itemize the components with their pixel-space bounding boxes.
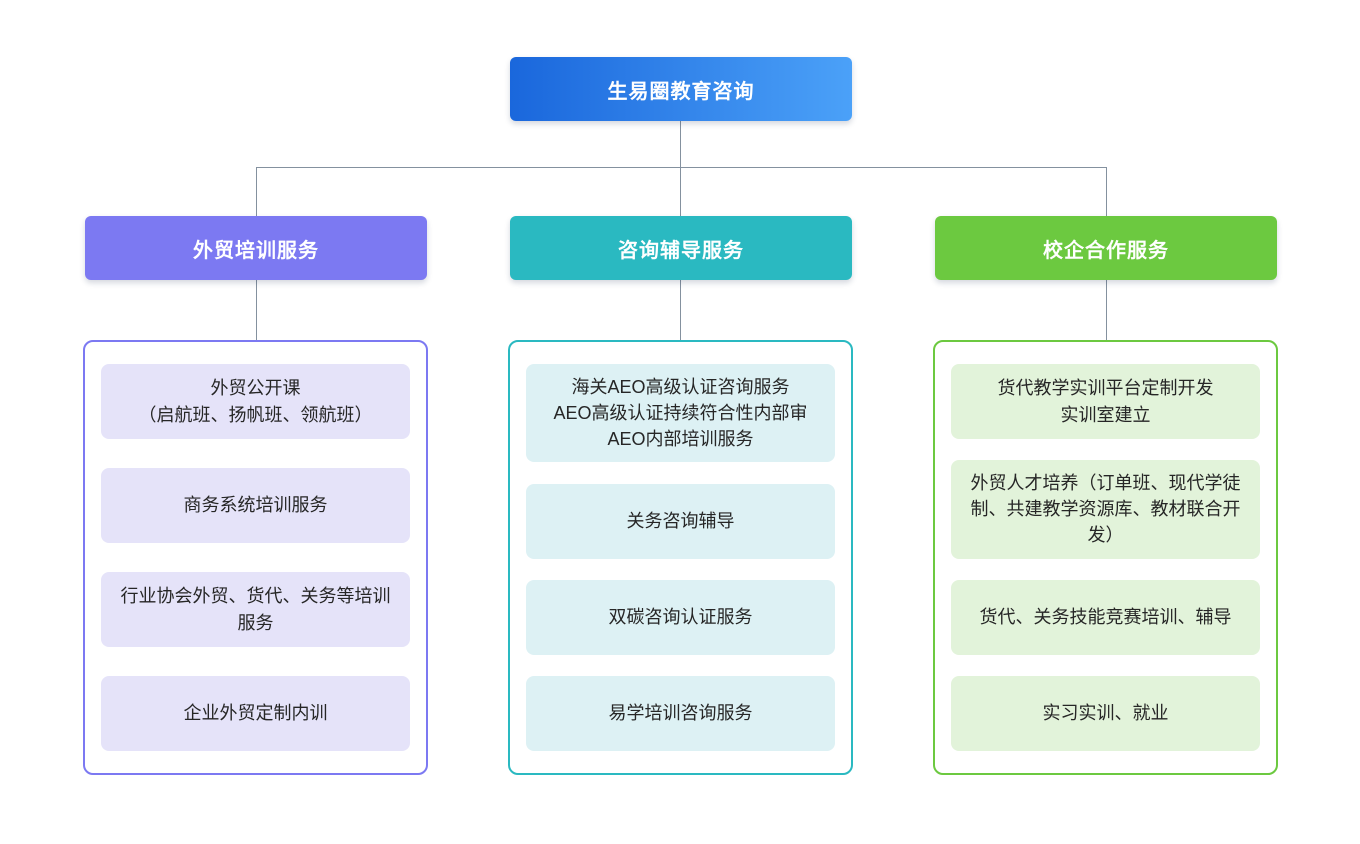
service-item[interactable]: 外贸人才培养（订单班、现代学徒制、共建教学资源库、教材联合开发） (951, 460, 1260, 559)
service-item[interactable]: 双碳咨询认证服务 (526, 579, 835, 655)
connector-line (256, 167, 257, 216)
branch-header-consulting[interactable]: 咨询辅导服务 (510, 216, 852, 280)
service-item[interactable]: 企业外贸定制内训 (101, 676, 410, 751)
connector-line (1106, 167, 1107, 216)
service-item[interactable]: 易学培训咨询服务 (526, 675, 835, 751)
connector-line (256, 280, 257, 340)
connector-line (256, 167, 1106, 168)
service-item[interactable]: 关务咨询辅导 (526, 483, 835, 559)
service-item[interactable]: 货代、关务技能竞赛培训、辅导 (951, 579, 1260, 655)
service-item[interactable]: 海关AEO高级认证咨询服务 AEO高级认证持续符合性内部审 AEO内部培训服务 (526, 364, 835, 463)
root-node[interactable]: 生易圈教育咨询 (510, 57, 852, 121)
branch-group-school-enterprise: 货代教学实训平台定制开发 实训室建立 外贸人才培养（订单班、现代学徒制、共建教学… (933, 340, 1278, 775)
connector-line (1106, 280, 1107, 340)
service-item[interactable]: 实习实训、就业 (951, 675, 1260, 751)
connector-line (680, 280, 681, 340)
branch-header-school-enterprise[interactable]: 校企合作服务 (935, 216, 1277, 280)
connector-line (680, 167, 681, 216)
service-item[interactable]: 货代教学实训平台定制开发 实训室建立 (951, 364, 1260, 439)
branch-header-trade-training[interactable]: 外贸培训服务 (85, 216, 427, 280)
connector-line (680, 121, 681, 167)
branch-group-trade-training: 外贸公开课 （启航班、扬帆班、领航班） 商务系统培训服务 行业协会外贸、货代、关… (83, 340, 428, 775)
service-item[interactable]: 商务系统培训服务 (101, 468, 410, 543)
branch-group-consulting: 海关AEO高级认证咨询服务 AEO高级认证持续符合性内部审 AEO内部培训服务 … (508, 340, 853, 775)
service-item[interactable]: 外贸公开课 （启航班、扬帆班、领航班） (101, 364, 410, 439)
service-item[interactable]: 行业协会外贸、货代、关务等培训服务 (101, 572, 410, 647)
